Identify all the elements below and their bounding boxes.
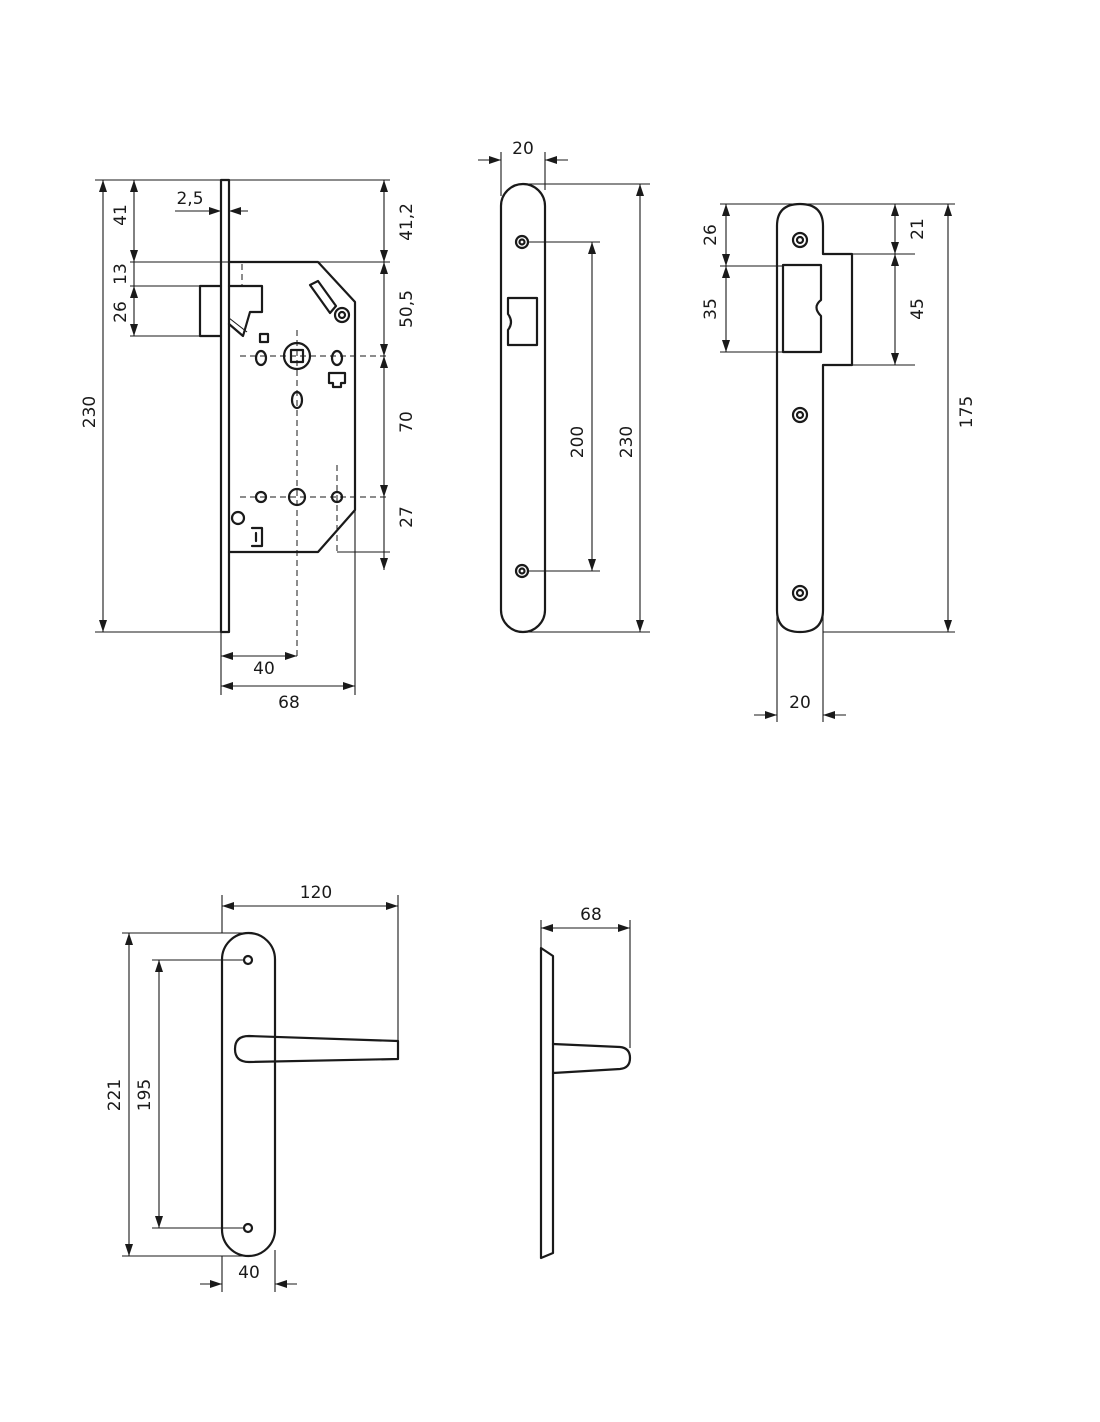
handle-backplate [220, 931, 277, 1258]
latch-bolt-line [228, 317, 248, 333]
dim-label-50-5: 50,5 [397, 290, 417, 328]
handle-side-plate [539, 946, 555, 1260]
dim-label-195: 195 [135, 1079, 155, 1111]
deadbolt-marker [250, 526, 264, 548]
faceplate-screw-bottom [514, 563, 530, 579]
strike-screw-bottom [791, 584, 809, 602]
dim-label-68: 68 [278, 693, 300, 713]
dim-label-68: 68 [580, 905, 602, 925]
handle-screw-top [242, 954, 254, 966]
dim-label-41: 41 [111, 204, 131, 226]
lever-pivot [333, 306, 351, 324]
strike-screw-bottom-inner [795, 588, 805, 598]
latch-bolt-bevel [227, 284, 264, 338]
dim-label-40: 40 [253, 659, 275, 679]
dim-label-175: 175 [957, 396, 977, 428]
dim-label-20: 20 [512, 139, 534, 159]
handle-front-view: 120 221 195 40 [105, 883, 400, 1292]
handle-side-view: 68 [539, 905, 632, 1260]
dim-label-35: 35 [701, 298, 721, 320]
dim-label-120: 120 [300, 883, 332, 903]
small-square [258, 332, 270, 344]
faceplate-screw-bottom-inner [518, 567, 526, 575]
dim-label-230: 230 [617, 426, 637, 458]
dim-label-21: 21 [908, 218, 928, 240]
dim-label-221: 221 [105, 1079, 125, 1111]
dim-label-41-2: 41,2 [397, 203, 417, 241]
dim-label-26: 26 [111, 301, 131, 323]
faceplate-screw-top-inner [518, 238, 526, 246]
dim-label-70: 70 [397, 411, 417, 433]
strike-screw-top [791, 231, 809, 249]
dim-label-45: 45 [908, 298, 928, 320]
lock-case-outline [227, 260, 357, 554]
lock-body-view: 230 41 13 26 2,5 41,2 50,5 70 27 40 68 [80, 178, 417, 713]
lock-symbol [327, 371, 347, 389]
strike-screw-middle-inner [795, 410, 805, 420]
strike-opening [781, 263, 823, 354]
faceplate-view: 20 200 230 [478, 139, 650, 634]
strike-plate-view: 26 35 21 45 175 20 [701, 202, 977, 722]
strike-plate-outline [775, 202, 854, 634]
faceplate-screw-top [514, 234, 530, 250]
handle-side-lever [551, 1042, 632, 1075]
strike-screw-middle [791, 406, 809, 424]
dim-label-27: 27 [397, 506, 417, 528]
latch-bolt [198, 284, 223, 338]
spindle-hole-left [254, 349, 268, 367]
latch-opening [506, 296, 539, 347]
dim-label-13: 13 [111, 263, 131, 285]
lock-lever [308, 279, 338, 315]
strike-screw-top-inner [795, 235, 805, 245]
dim-label-200: 200 [568, 426, 588, 458]
lock-faceplate-strip [219, 178, 231, 634]
handle-lever [233, 1034, 400, 1064]
dim-label-230: 230 [80, 396, 100, 428]
screw-hole [230, 510, 246, 526]
dim-label-40: 40 [238, 1263, 260, 1283]
dim-label-20: 20 [789, 693, 811, 713]
handle-screw-bottom [242, 1222, 254, 1234]
spindle-hole-right [330, 349, 344, 367]
lever-pivot-inner [337, 310, 347, 320]
dim-label-26: 26 [701, 224, 721, 246]
dim-label-2-5: 2,5 [176, 189, 203, 209]
